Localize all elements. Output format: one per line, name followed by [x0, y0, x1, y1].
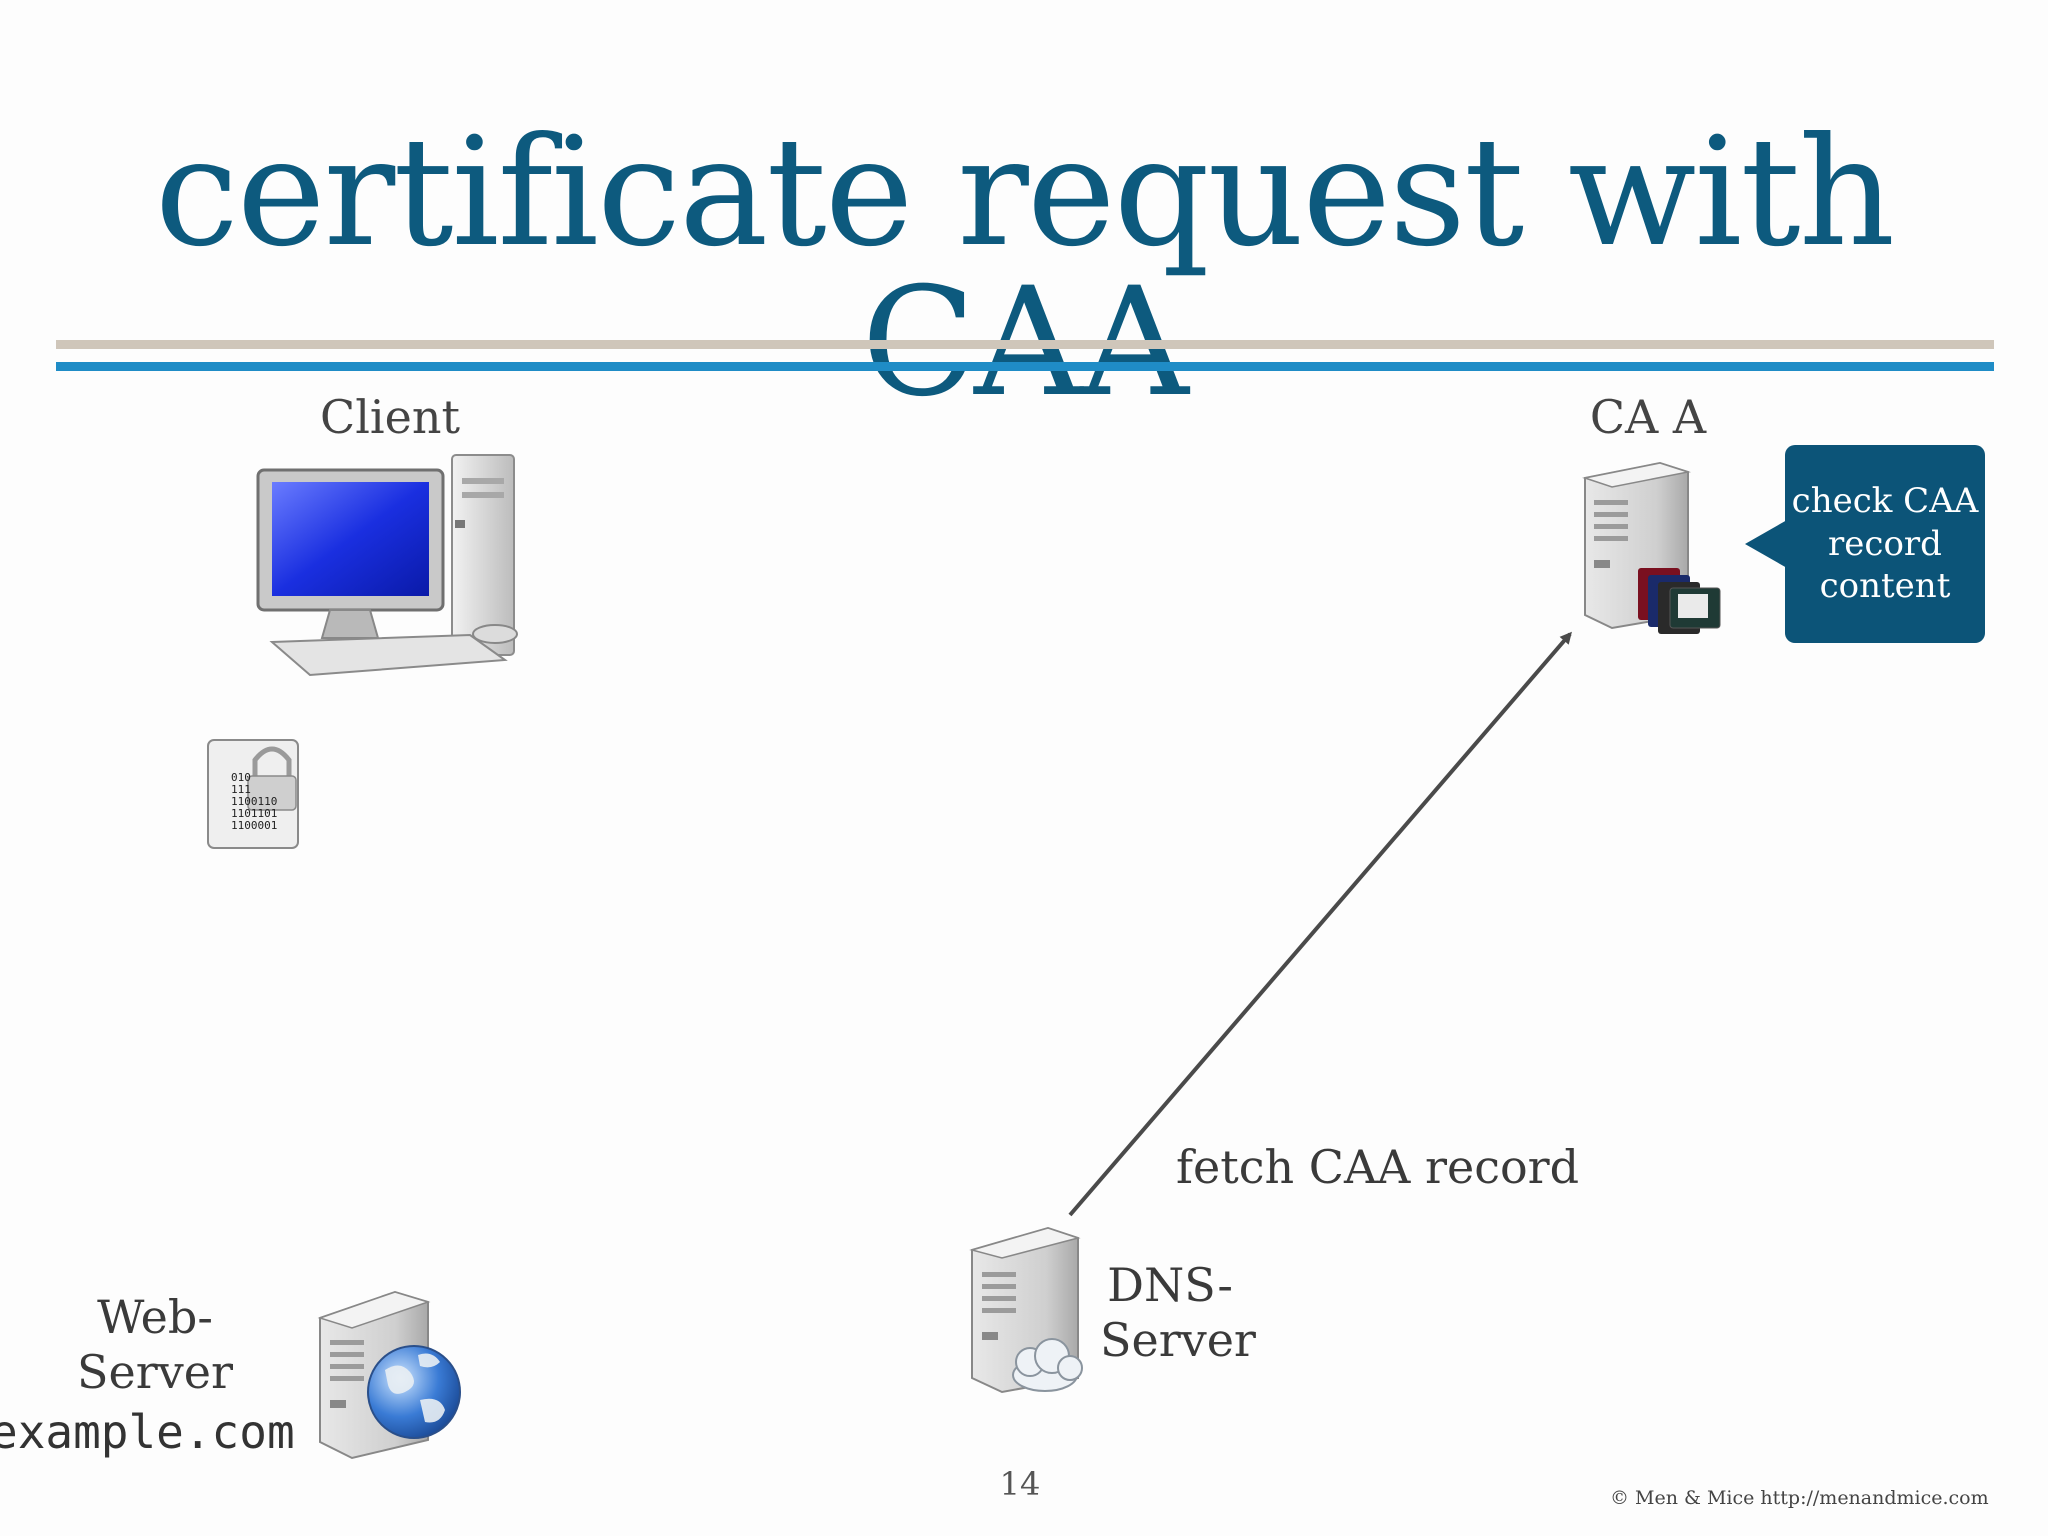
dns-label-line-1: DNS- — [1107, 1258, 1233, 1312]
page-number: 14 — [999, 1465, 1041, 1503]
svg-text:1100110: 1100110 — [231, 795, 277, 808]
web-label-line-1: Web- — [97, 1290, 213, 1344]
callout-line-2: record — [1828, 523, 1942, 564]
web-server-label: Web- Server — [60, 1290, 250, 1400]
dns-server-label: DNS- Server — [1100, 1258, 1256, 1368]
dns-label-line-2: Server — [1100, 1313, 1256, 1368]
dns-server-icon — [969, 1226, 1083, 1394]
title-rule-blue — [56, 362, 1994, 371]
client-label: Client — [320, 390, 460, 444]
callout-line-1: check CAA — [1791, 481, 1979, 522]
fetch-caa-label: fetch CAA record — [1176, 1140, 1580, 1194]
svg-text:010: 010 — [231, 771, 251, 784]
ca-label: CA A — [1589, 390, 1707, 444]
desktop-computer-icon — [256, 454, 518, 677]
title-rule-beige — [56, 340, 1994, 349]
callout-line-3: content — [1819, 566, 1951, 607]
web-server-icon — [317, 1290, 461, 1460]
ca-server-icon — [1582, 461, 1721, 634]
domain-label: example.com — [0, 1405, 295, 1459]
fetch-caa-arrow — [1068, 631, 1572, 1217]
check-caa-callout: check CAA record content — [1785, 445, 1985, 643]
callout-tail — [1745, 520, 1787, 568]
svg-text:111: 111 — [231, 783, 251, 796]
web-label-line-2: Server — [77, 1345, 233, 1400]
svg-text:1100001: 1100001 — [231, 819, 277, 832]
footer-copyright: © Men & Mice http://menandmice.com — [1610, 1487, 1989, 1509]
svg-text:1101101: 1101101 — [231, 807, 277, 820]
encrypted-file-icon: 010 111 1100110 1101101 1100001 — [207, 739, 299, 849]
